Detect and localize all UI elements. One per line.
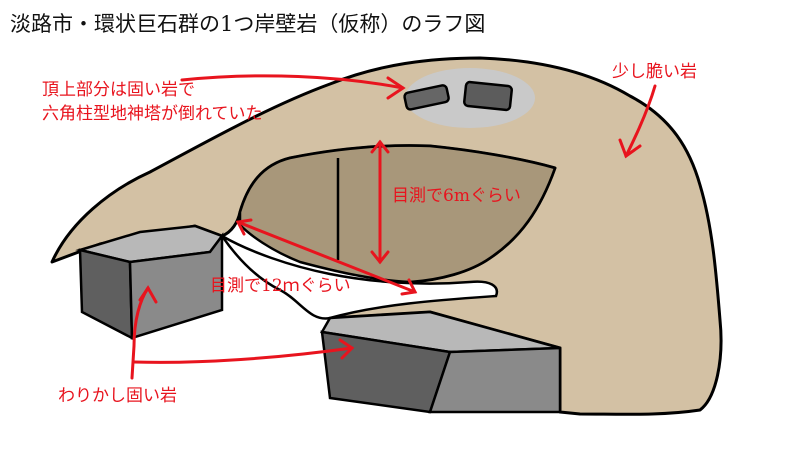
arrow-brittle <box>624 84 657 158</box>
label-hard-rock: わりかし固い岩 <box>58 386 177 406</box>
arrowhead-width-left <box>235 218 253 236</box>
arrowhead-height-top <box>370 139 390 154</box>
diagram-title: 淡路市・環状巨石群の1つ岸壁岩（仮称）のラフ図 <box>10 12 486 36</box>
label-top-hard-2: 六角柱型地神塔が倒れていた <box>42 104 263 124</box>
arrowhead-brittle <box>618 138 642 159</box>
label-height-estimate: 目測で6mぐらい <box>392 186 521 206</box>
arrowhead-height-bottom <box>370 250 390 265</box>
label-width-estimate: 目測で12ｍぐらい <box>210 276 351 296</box>
arrow-width-line <box>236 220 417 294</box>
arrow-hard-bottom-right <box>132 346 354 364</box>
fallen-stone-block <box>463 80 513 112</box>
right-hard-side <box>428 346 562 414</box>
arrow-top-hard <box>180 74 405 90</box>
arrowhead-width-right <box>400 278 418 296</box>
left-hard-front <box>78 248 134 341</box>
label-top-hard-1: 頂上部分は固い岩で <box>42 80 195 100</box>
arrowhead-hard-bottom-right <box>338 338 355 360</box>
ground-opening <box>220 234 499 320</box>
label-brittle-rock: 少し脆い岩 <box>612 62 697 82</box>
inner-cavity <box>238 144 557 284</box>
arrowhead-hard-bottom-left <box>138 285 158 304</box>
left-hard-side <box>128 232 224 340</box>
arrowhead-top-hard <box>386 76 406 100</box>
fallen-stone-pillar <box>403 84 450 111</box>
